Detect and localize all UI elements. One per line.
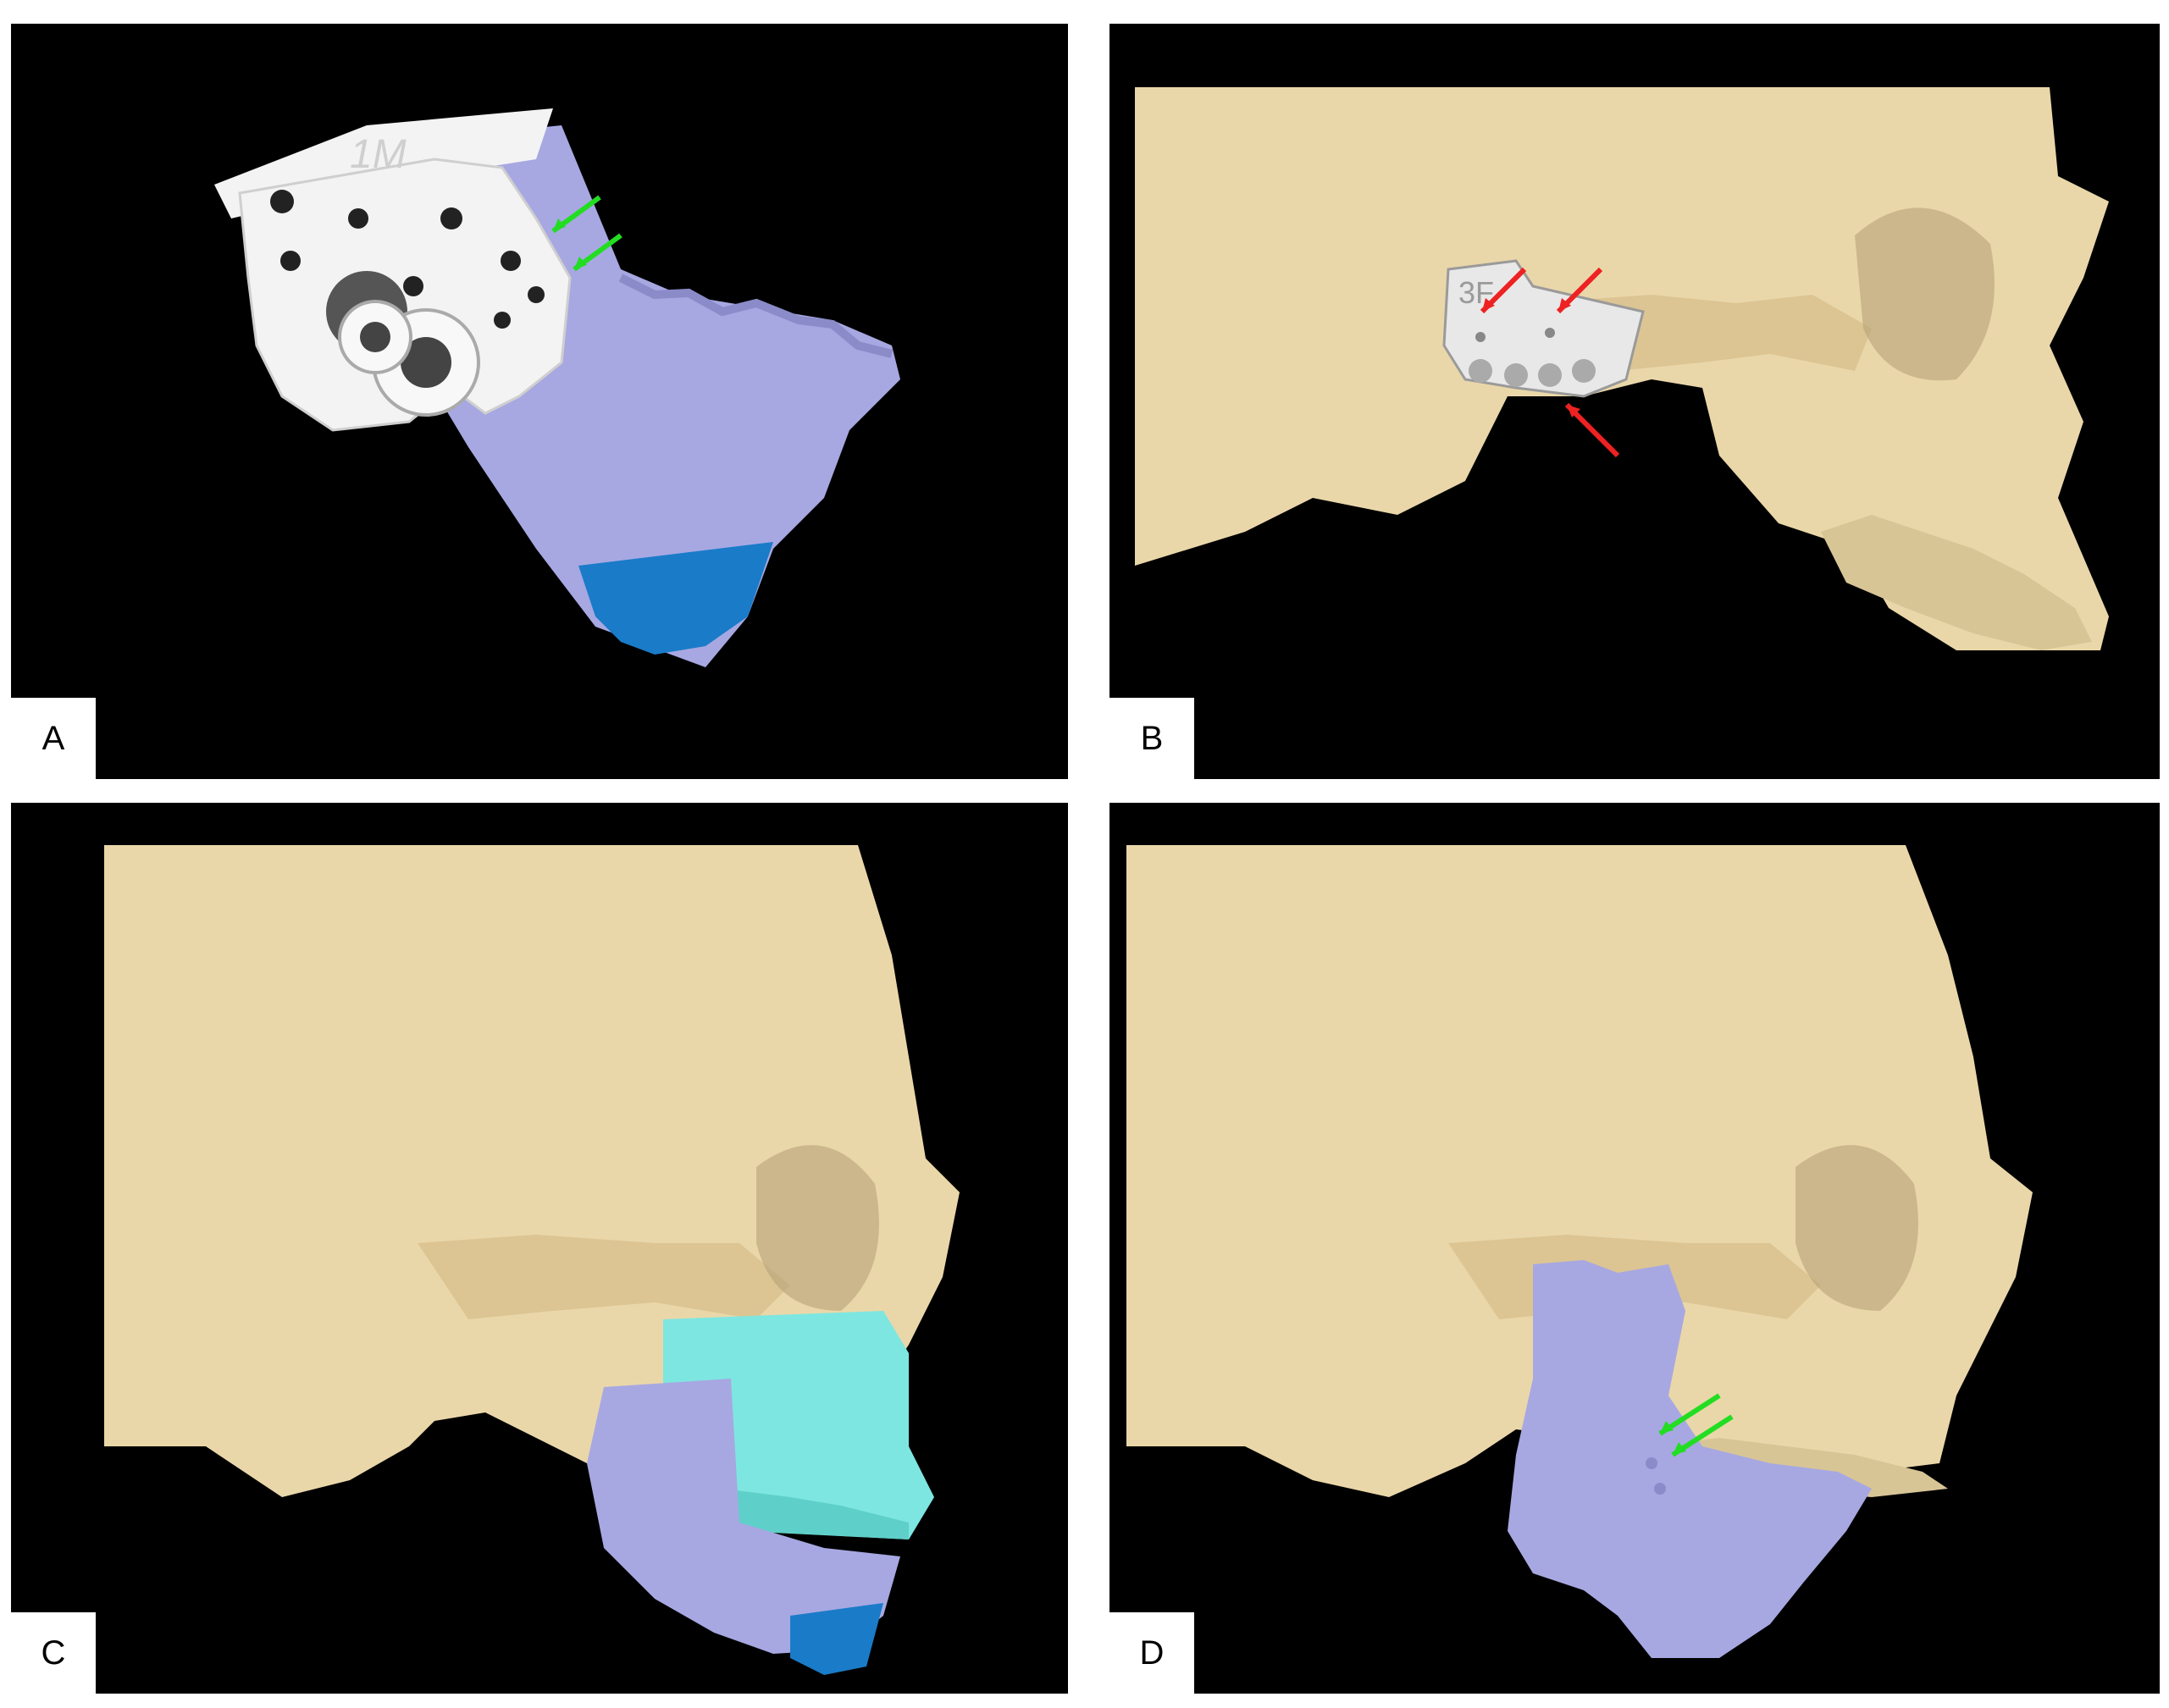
zygomatic-arch (418, 1235, 790, 1319)
chin-blue-segment (578, 542, 773, 655)
panel-label-d: D (1109, 1612, 1194, 1694)
panel-b: 3F B (1109, 24, 2160, 779)
panel-d: D (1109, 803, 2160, 1694)
arrow-green-2-head (1673, 1442, 1686, 1455)
panel-c-render (104, 845, 960, 1675)
surgical-guide (238, 158, 572, 432)
arrow-green-1-head (553, 218, 566, 231)
skull-bone (1126, 845, 2033, 1497)
mandible-segment (587, 1379, 900, 1654)
panel-b-render: 3F (1135, 87, 2109, 650)
mandible-segment (1508, 1260, 1872, 1658)
orbit-shadow (1855, 207, 1995, 381)
panel-a-render: 1M (214, 108, 900, 667)
arrow-green-2-head (574, 257, 587, 269)
panel-label-a: A (11, 698, 96, 779)
guide-engraved-label: 1M (350, 132, 407, 177)
arrow-green-1-head (1660, 1421, 1674, 1434)
panel-c: C (11, 803, 1068, 1694)
mandible-teeth-edge (618, 274, 894, 358)
orbit-shadow (1796, 1145, 1918, 1311)
panel-a: 1M A (11, 24, 1068, 779)
surgical-guide (1442, 259, 1645, 398)
panel-label-b: B (1109, 698, 1194, 779)
arrow-red-2-head (1558, 298, 1571, 312)
arrow-red-3-head (1567, 405, 1580, 417)
panel-d-render (1126, 845, 2033, 1658)
chin-blue-segment (790, 1603, 883, 1675)
orbit-shadow (756, 1145, 879, 1311)
maxilla-teeth (1821, 515, 2092, 650)
arrow-red-1-head (1482, 298, 1495, 312)
panel-label-c: C (11, 1612, 96, 1694)
